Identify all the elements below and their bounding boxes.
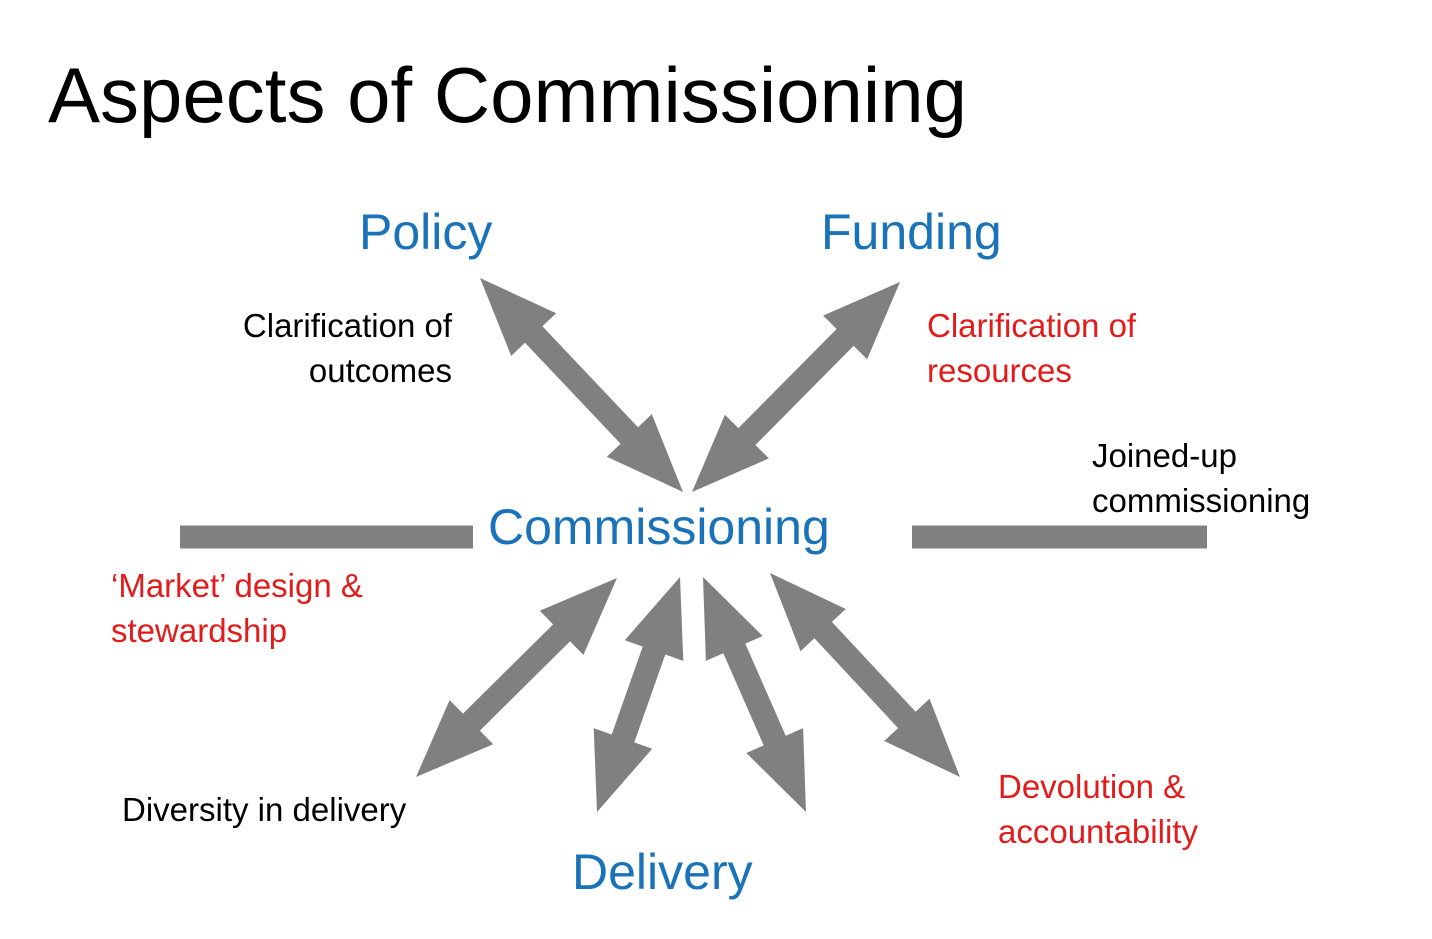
- annotation-line: commissioning: [1092, 482, 1311, 519]
- annotation-joined-up-commissioning: Joined-up commissioning: [1092, 433, 1310, 523]
- annotation-line: Diversity in delivery: [122, 791, 407, 828]
- annotation-diversity-in-delivery: Diversity in delivery: [122, 787, 406, 832]
- arrow-commissioning-devolution: [770, 573, 960, 777]
- node-policy: Policy: [359, 204, 493, 260]
- annotation-line: outcomes: [308, 352, 452, 389]
- arrow-commissioning-delivery-right: [703, 577, 806, 812]
- annotation-market-design-stewardship: ‘Market’ design & stewardship: [111, 563, 363, 653]
- annotation-line: Devolution &: [998, 768, 1186, 805]
- node-funding: Funding: [821, 204, 1002, 260]
- annotation-line: Clarification of: [242, 307, 452, 344]
- annotation-line: accountability: [998, 813, 1198, 850]
- annotation-line: resources: [927, 352, 1072, 389]
- arrow-commissioning-policy: [480, 278, 683, 492]
- annotation-clarification-of-outcomes: Clarification of outcomes: [214, 303, 452, 393]
- annotation-devolution-accountability: Devolution & accountability: [998, 764, 1198, 854]
- arrow-commissioning-diversity: [416, 578, 617, 777]
- annotation-clarification-of-resources: Clarification of resources: [927, 303, 1136, 393]
- node-commissioning: Commissioning: [488, 499, 830, 555]
- connector-layer: [180, 278, 1207, 812]
- annotation-line: ‘Market’ design &: [111, 567, 363, 604]
- node-delivery: Delivery: [572, 844, 753, 900]
- annotation-line: Joined-up: [1092, 437, 1237, 474]
- annotation-line: Clarification of: [927, 307, 1137, 344]
- annotation-line: stewardship: [111, 612, 288, 649]
- page-title: Aspects of Commissioning: [48, 51, 968, 139]
- arrow-commissioning-delivery-left: [593, 577, 684, 812]
- arrow-commissioning-funding: [692, 282, 900, 492]
